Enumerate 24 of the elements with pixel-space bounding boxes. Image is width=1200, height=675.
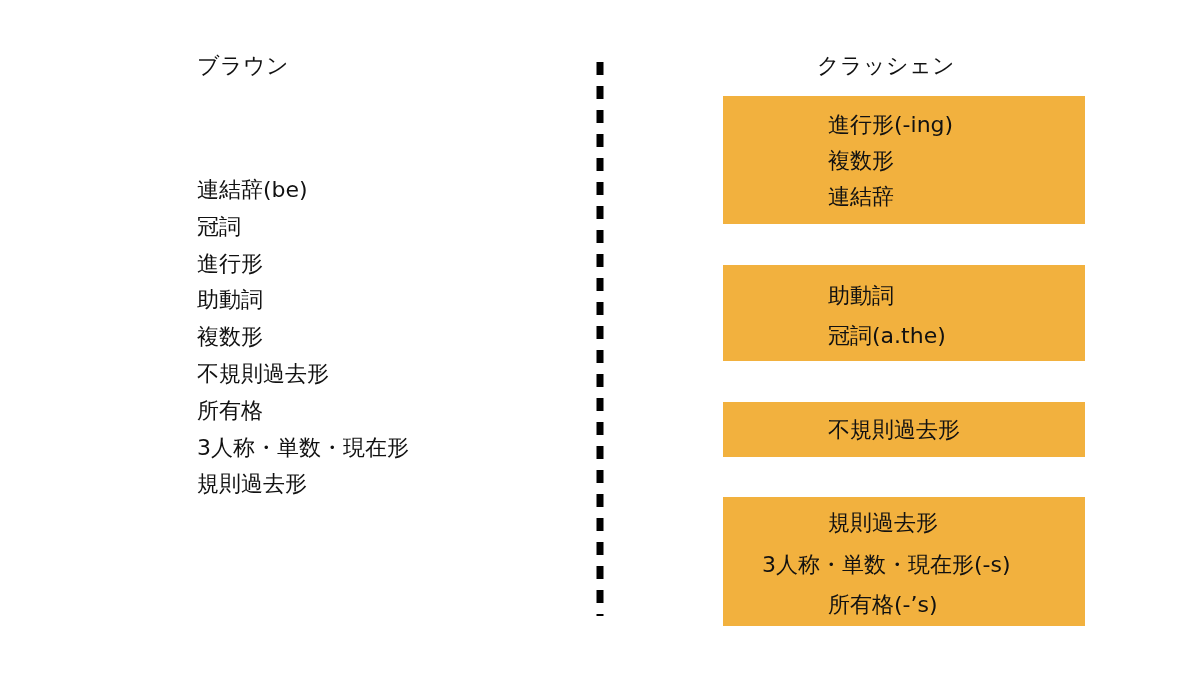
column-heading: ブラウン <box>197 53 289 79</box>
box-text: 複数形 <box>828 148 894 174</box>
list-item: 連結辞(be) <box>197 177 308 203</box>
highlight-box <box>723 265 1085 361</box>
list-item: 所有格 <box>197 398 263 424</box>
box-text: 連結辞 <box>828 184 894 210</box>
highlight-box <box>723 402 1085 457</box>
box-text: 不規則過去形 <box>828 417 960 443</box>
box-text: 冠詞(a.the) <box>828 323 946 349</box>
list-item: 3人称・単数・現在形 <box>197 435 409 461</box>
box-text: 3人称・単数・現在形(-s) <box>762 552 1011 578</box>
list-item: 不規則過去形 <box>197 361 329 387</box>
column-heading: クラッシェン <box>817 53 955 79</box>
list-item: 複数形 <box>197 324 263 350</box>
box-text: 規則過去形 <box>828 510 938 536</box>
list-item: 冠詞 <box>197 214 241 240</box>
box-text: 進行形(-ing) <box>828 112 954 138</box>
box-text: 所有格(-’s) <box>828 592 938 618</box>
box-text: 助動詞 <box>828 283 894 309</box>
list-item: 規則過去形 <box>197 471 307 497</box>
highlight-box <box>723 96 1085 224</box>
list-item: 進行形 <box>197 251 263 277</box>
highlight-box <box>723 497 1085 626</box>
list-item: 助動詞 <box>197 287 263 313</box>
